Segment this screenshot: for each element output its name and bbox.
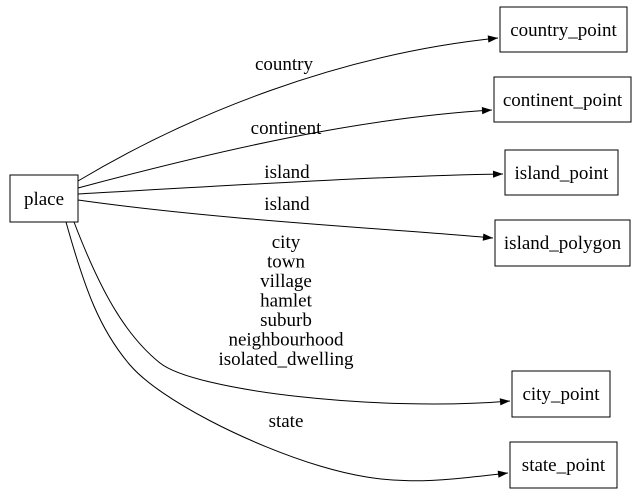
- node-state-point-box: [509, 441, 618, 489]
- edge-label-city-line: city: [272, 232, 301, 253]
- node-country-point: country_point: [499, 6, 628, 53]
- edge-place-country_point: [77, 35, 499, 182]
- node-state-point-label: state_point: [522, 455, 606, 476]
- node-place-label: place: [24, 189, 64, 210]
- node-island-point: island_point: [504, 149, 619, 196]
- edge-label-continent: continent: [251, 118, 322, 139]
- edge-label-isolated-dwelling-line: isolated_dwelling: [218, 349, 354, 370]
- edge-label-hamlet-line: hamlet: [260, 291, 312, 312]
- edge-label-town-line: town: [267, 252, 306, 273]
- node-place: place: [9, 174, 79, 223]
- edge-place-continent_point: [77, 107, 493, 189]
- edge-place-state_point: [65, 221, 509, 482]
- edge-labels-layer: country continent island island city tow…: [218, 54, 354, 432]
- edge-label-city-block: city town village hamlet suburb neighbou…: [218, 232, 354, 370]
- node-island-polygon: island_polygon: [494, 219, 631, 267]
- node-continent-point: continent_point: [493, 76, 632, 123]
- edge-place-island_polygon: [77, 199, 494, 241]
- node-country-point-label: country_point: [510, 20, 617, 41]
- node-city-point-label: city_point: [522, 384, 600, 405]
- node-city-point: city_point: [511, 370, 611, 418]
- node-island-point-label: island_point: [515, 163, 610, 184]
- nodes-layer: place country_point continent_point isla…: [9, 6, 632, 489]
- edge-label-village-line: village: [260, 271, 312, 292]
- edge-label-neighbourhood-line: neighbourhood: [228, 330, 344, 351]
- node-state-point: state_point: [509, 441, 618, 489]
- node-place-box: [9, 174, 79, 223]
- edge-label-island-point: island: [264, 162, 310, 183]
- node-island-polygon-label: island_polygon: [504, 233, 622, 254]
- edge-place-island_point: [77, 170, 504, 195]
- edge-label-state: state: [269, 411, 304, 432]
- node-island-point-box: [504, 149, 619, 196]
- edges-layer: [65, 35, 511, 482]
- node-country-point-box: [499, 6, 628, 53]
- edge-label-island-polygon: island: [264, 194, 310, 215]
- node-continent-point-box: [493, 76, 632, 123]
- edge-label-suburb-line: suburb: [260, 310, 312, 331]
- node-island-polygon-box: [494, 219, 631, 267]
- node-city-point-box: [511, 370, 611, 418]
- node-continent-point-label: continent_point: [503, 90, 623, 111]
- edge-place-city_point: [73, 221, 511, 406]
- edge-label-country: country: [255, 54, 314, 75]
